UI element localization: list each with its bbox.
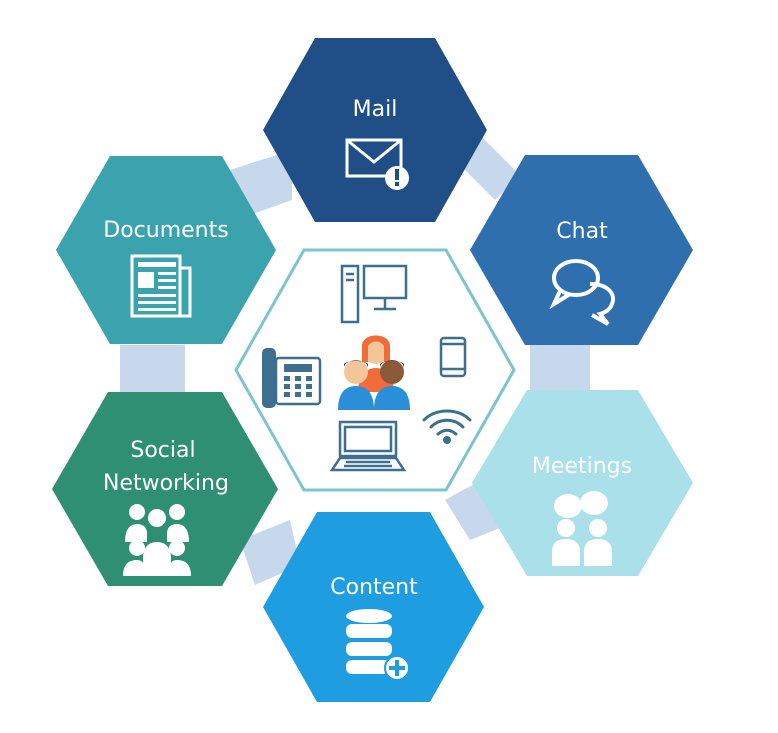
desktop-computer-icon: [340, 264, 408, 324]
mobile-phone-icon: [439, 336, 467, 378]
segment-content[interactable]: Content: [263, 512, 484, 702]
mail-alert-icon: [345, 138, 409, 190]
mail-hexagon: [263, 38, 487, 222]
chat-hexagon: [470, 155, 693, 345]
laptop-icon: [329, 420, 407, 472]
group-icon: [123, 504, 191, 576]
documents-hexagon: [56, 156, 276, 344]
segment-meetings[interactable]: Meetings: [472, 390, 693, 576]
central-hub: [234, 248, 516, 492]
social-hexagon: [52, 392, 278, 586]
meetings-hexagon: [472, 390, 693, 576]
chat-bubbles-icon: [549, 259, 615, 326]
content-hexagon: [263, 512, 484, 702]
wifi-icon: [422, 409, 472, 444]
connector-social-documents: [120, 345, 185, 400]
meetings-label: Meetings: [532, 454, 632, 479]
segment-mail[interactable]: Mail: [263, 38, 487, 222]
database-add-icon: [346, 609, 410, 681]
segment-social-networking[interactable]: Social Networking: [52, 392, 278, 586]
connector-chat-meetings: [530, 340, 590, 395]
social-label-line1: Social: [130, 438, 195, 463]
mail-label: Mail: [353, 97, 398, 122]
documents-label: Documents: [103, 218, 228, 243]
newspaper-icon: [130, 254, 192, 318]
meeting-people-icon: [552, 491, 612, 566]
content-label: Content: [330, 575, 418, 600]
desk-phone-icon: [262, 348, 322, 408]
segment-documents[interactable]: Documents: [56, 156, 276, 344]
social-label-line2: Networking: [103, 471, 229, 496]
segment-chat[interactable]: Chat: [470, 155, 693, 345]
users-icon: [338, 335, 410, 410]
chat-label: Chat: [556, 219, 608, 244]
